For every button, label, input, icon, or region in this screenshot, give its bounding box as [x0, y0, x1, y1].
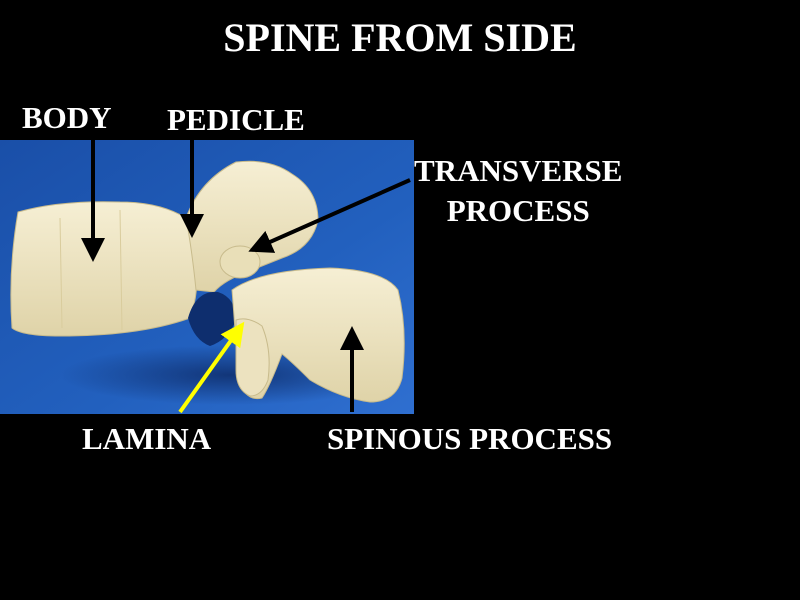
label-pedicle: PEDICLE — [167, 102, 305, 137]
slide-title: SPINE FROM SIDE — [223, 15, 577, 60]
transverse-process-shape — [219, 245, 261, 279]
vertebra-photo — [0, 140, 414, 414]
label-spinous-process: SPINOUS PROCESS — [327, 421, 613, 456]
label-lamina: LAMINA — [82, 421, 212, 456]
arrow-lamina — [178, 321, 245, 414]
label-transverse-line1: TRANSVERSE — [414, 153, 623, 188]
label-body: BODY — [22, 100, 112, 135]
label-transverse-line2: PROCESS — [446, 193, 590, 228]
label-transverse-process: TRANSVERSE PROCESS — [414, 151, 622, 231]
arrow-transverse-process — [248, 178, 411, 253]
